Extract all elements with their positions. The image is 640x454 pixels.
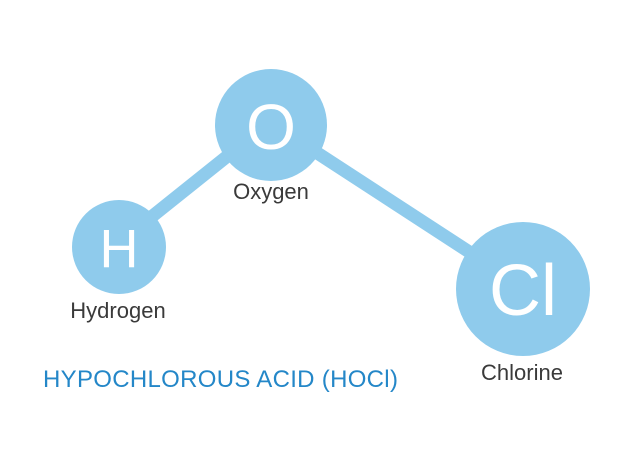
chlorine-label: Chlorine (481, 360, 563, 385)
molecule-title: HYPOCHLOROUS ACID (HOCl) (43, 366, 398, 393)
atom-hydrogen: H (72, 200, 166, 294)
hydrogen-circle (72, 200, 166, 294)
oxygen-label: Oxygen (233, 179, 309, 204)
hydrogen-symbol: H (100, 219, 139, 279)
oxygen-circle (215, 69, 327, 181)
atom-oxygen: O (215, 69, 327, 181)
chlorine-circle (456, 222, 590, 356)
oxygen-symbol: O (246, 91, 296, 163)
chlorine-symbol: Cl (489, 251, 557, 331)
atom-chlorine: Cl (456, 222, 590, 356)
hydrogen-label: Hydrogen (70, 298, 165, 323)
